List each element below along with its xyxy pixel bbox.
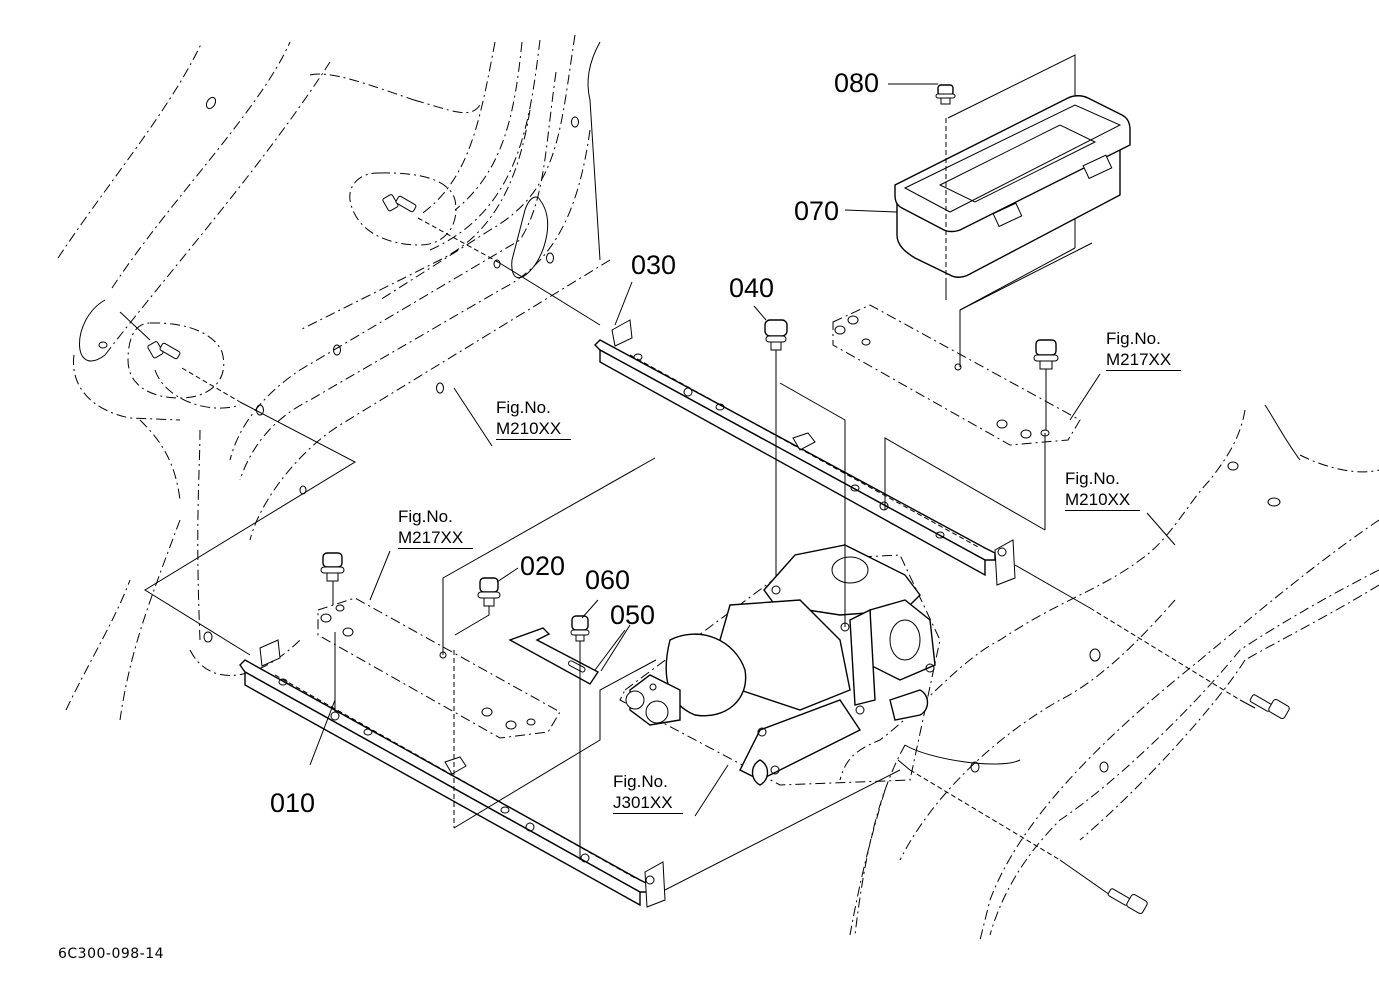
- leader-050: [600, 624, 631, 672]
- bolt-040: [753, 305, 788, 600]
- leader-fig-m217-right: [1069, 373, 1101, 421]
- callout-020: 020: [520, 551, 566, 581]
- right-fender-bolts: [897, 564, 1290, 914]
- fig-ref-m217-right-line2: M217XX: [1106, 349, 1182, 371]
- fig-ref-m217-right[interactable]: Fig.No. M217XX: [1106, 328, 1182, 371]
- callout-050: 050: [610, 600, 656, 630]
- leader-fig-m210-upper: [453, 387, 493, 447]
- right-fender-outline: [839, 404, 1379, 941]
- fig-ref-m210-right-line2: M210XX: [1065, 489, 1141, 511]
- callout-060: 060: [585, 565, 631, 595]
- fig-ref-m210-right[interactable]: Fig.No. M210XX: [1065, 468, 1141, 511]
- bolt-060: [570, 599, 599, 860]
- bracket-050: [508, 627, 626, 685]
- fig-ref-m217-left[interactable]: Fig.No. M217XX: [398, 506, 474, 549]
- fig-ref-j301[interactable]: Fig.No. J301XX: [613, 771, 683, 814]
- upper-fender-bolt-group: [349, 172, 601, 326]
- bolt-080: [888, 83, 956, 105]
- fig-ref-j301-line1: Fig.No.: [613, 772, 668, 791]
- leader-fig-m210-right: [1146, 512, 1176, 546]
- callout-040: 040: [729, 273, 775, 303]
- bolt-020: [454, 567, 519, 636]
- hydraulic-valve-body: [619, 382, 941, 786]
- fender-bolt-right-upper: [1249, 694, 1290, 719]
- tool-box-070: [894, 54, 1131, 311]
- fig-ref-m210-right-line1: Fig.No.: [1065, 469, 1120, 488]
- rail-030: [594, 281, 1016, 586]
- fender-inner-panel: [203, 34, 611, 643]
- fig-ref-m210-upper-line2: M210XX: [496, 418, 572, 440]
- fig-ref-m217-left-line1: Fig.No.: [398, 507, 453, 526]
- plate-left-m217: [317, 457, 657, 829]
- fig-ref-j301-line2: J301XX: [613, 792, 683, 814]
- fig-ref-m210-upper[interactable]: Fig.No. M210XX: [496, 397, 572, 440]
- fig-ref-m217-left-line2: M217XX: [398, 527, 474, 549]
- plate-bolt-left: [320, 552, 345, 605]
- fig-ref-m210-upper-line1: Fig.No.: [496, 398, 551, 417]
- left-fender-outline: [57, 41, 481, 721]
- fender-bolt-right-lower: [1107, 888, 1148, 914]
- fender-bolt-lower: [147, 341, 181, 360]
- lower-fender-bolt-group: [127, 322, 357, 656]
- diagram-code: 6C300-098-14: [58, 946, 165, 962]
- callout-010: 010: [270, 788, 316, 818]
- fig-ref-m217-right-line1: Fig.No.: [1106, 329, 1161, 348]
- callout-070: 070: [794, 196, 840, 226]
- fender-bolt-upper: [382, 194, 417, 213]
- leader-070: [844, 209, 898, 213]
- leader-fig-j301: [694, 764, 729, 817]
- plate-bolt-right: [1033, 339, 1059, 430]
- callout-080: 080: [834, 68, 880, 98]
- plate-right-m217: [832, 242, 1093, 531]
- leader-fig-m217-left: [369, 550, 391, 601]
- callout-030: 030: [631, 250, 677, 280]
- rail-010: [239, 639, 901, 908]
